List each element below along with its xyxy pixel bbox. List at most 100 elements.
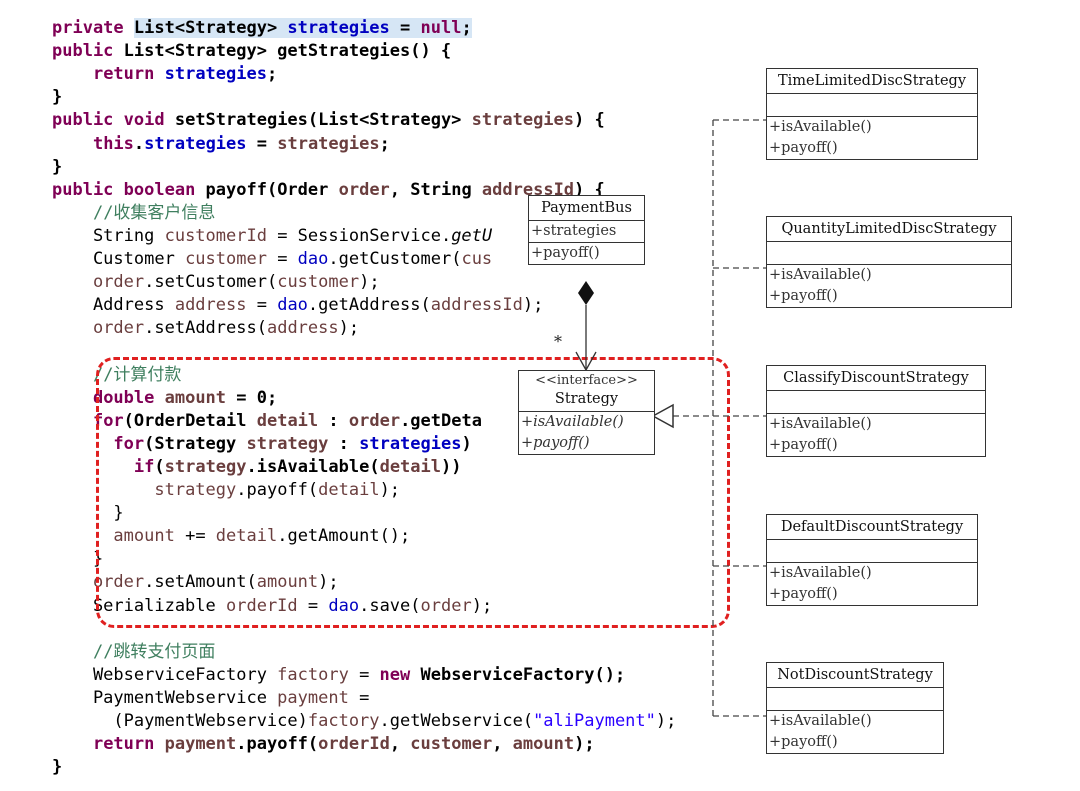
code-token: .getAmount(); bbox=[277, 526, 411, 547]
code-token: payment bbox=[277, 687, 349, 708]
code-token: .payoff( bbox=[236, 480, 319, 500]
code-token: ; bbox=[461, 18, 472, 38]
code-token: = bbox=[389, 18, 421, 38]
code-token: addressId bbox=[481, 179, 575, 200]
code-token: orderId bbox=[226, 595, 298, 616]
code-token: public bbox=[52, 41, 124, 62]
code-token: amount bbox=[512, 734, 575, 755]
code-token: order bbox=[92, 572, 145, 593]
code-token: , bbox=[492, 734, 513, 755]
code-token: address bbox=[174, 295, 247, 316]
code-token: addressId bbox=[430, 295, 523, 316]
code-token: String bbox=[52, 225, 165, 246]
code-line: public boolean payoff(Order order, Strin… bbox=[52, 179, 605, 201]
code-token: boolean bbox=[123, 179, 206, 200]
code-token: (OrderDetail bbox=[123, 410, 257, 431]
code-token: .save( bbox=[359, 595, 421, 616]
payment-bus-attr: +strategies bbox=[531, 223, 617, 239]
code-token: public bbox=[52, 110, 124, 131]
code-token: amount bbox=[164, 387, 227, 408]
code-token: strategy bbox=[164, 456, 247, 477]
code-token: setStrategies(List<Strategy> bbox=[174, 110, 472, 131]
code-token: = bbox=[266, 249, 298, 269]
code-token: return bbox=[92, 64, 165, 85]
code-token: ); bbox=[379, 480, 401, 500]
code-line: } bbox=[52, 502, 123, 524]
code-token: customer bbox=[410, 734, 493, 755]
code-token: order bbox=[348, 410, 401, 431]
code-token: += bbox=[174, 526, 216, 547]
code-token: = SessionService. bbox=[266, 225, 452, 246]
code-token: ; bbox=[379, 133, 390, 154]
code-token: public bbox=[52, 179, 124, 200]
code-token: ( bbox=[154, 456, 165, 477]
code-line: if(strategy.isAvailable(detail)) bbox=[52, 456, 462, 478]
code-token: (PaymentWebservice) bbox=[52, 711, 308, 731]
code-line: for(Strategy strategy : strategies) bbox=[52, 433, 471, 455]
code-token: ); bbox=[471, 595, 493, 616]
code-line: } bbox=[52, 86, 62, 108]
impl-op: +payoff() bbox=[769, 734, 838, 750]
code-token: = bbox=[348, 664, 380, 685]
code-line: for(OrderDetail detail : order.getDeta bbox=[52, 410, 482, 432]
impl-op: +payoff() bbox=[769, 586, 838, 602]
code-token: void bbox=[123, 110, 175, 131]
code-line: Customer customer = dao.getCustomer(cus bbox=[52, 248, 492, 270]
code-token: new bbox=[379, 664, 421, 685]
code-line: (PaymentWebservice)factory.getWebservice… bbox=[52, 710, 676, 732]
code-token: ) { bbox=[574, 179, 605, 200]
strategy-name: Strategy bbox=[554, 391, 619, 407]
code-token: payoff(Order bbox=[205, 179, 339, 200]
code-line: private List<Strategy> strategies = null… bbox=[52, 17, 472, 39]
code-token: strategies bbox=[359, 433, 462, 454]
code-line: //收集客户信息 bbox=[52, 202, 215, 224]
code-token: .getCustomer( bbox=[328, 249, 462, 269]
impl-class-classify: ClassifyDiscountStrategy +isAvailable() … bbox=[766, 365, 986, 457]
code-token: (Strategy bbox=[144, 433, 247, 454]
code-token: ; bbox=[266, 64, 278, 85]
impl-class-name: ClassifyDiscountStrategy bbox=[767, 366, 985, 391]
code-token: } bbox=[52, 757, 63, 778]
code-token: .getAddress( bbox=[307, 295, 431, 316]
impl-op: +payoff() bbox=[769, 140, 838, 156]
code-token: .setAmount( bbox=[144, 572, 257, 593]
code-token: = bbox=[348, 687, 370, 708]
code-token: Customer bbox=[52, 249, 186, 269]
code-token: List<Strategy> getStrategies() { bbox=[123, 41, 452, 62]
code-token: strategies bbox=[471, 110, 575, 131]
code-token: strategies bbox=[287, 18, 390, 38]
code-token: return bbox=[92, 734, 165, 755]
impl-class-name: TimeLimitedDiscStrategy bbox=[767, 69, 977, 94]
impl-op: +isAvailable() bbox=[769, 267, 872, 283]
impl-op: +isAvailable() bbox=[769, 713, 872, 729]
strategy-interface: <<interface>> Strategy +isAvailable() +p… bbox=[518, 370, 655, 455]
code-token: ); bbox=[318, 572, 339, 593]
code-line: return payment.payoff(orderId, customer,… bbox=[52, 733, 595, 755]
code-line: String customerId = SessionService.getU bbox=[52, 225, 492, 247]
impl-op: +isAvailable() bbox=[769, 565, 872, 581]
code-token: address bbox=[266, 318, 339, 339]
code-token: //计算付款 bbox=[92, 364, 182, 385]
code-token: customer bbox=[185, 249, 267, 269]
code-token: amount bbox=[113, 526, 175, 547]
code-token: . bbox=[133, 133, 145, 154]
code-token: detail bbox=[379, 456, 441, 477]
code-token: "aliPayment" bbox=[533, 711, 656, 731]
code-line: } bbox=[52, 156, 62, 178]
code-token: ); bbox=[574, 734, 595, 755]
code-token: orderId bbox=[318, 734, 390, 755]
code-token: private bbox=[52, 18, 134, 38]
code-token: order bbox=[92, 318, 145, 339]
code-token: ) { bbox=[574, 110, 605, 131]
code-token: amount bbox=[256, 572, 319, 593]
payment-bus-class: PaymentBus +strategies +payoff() bbox=[528, 195, 645, 265]
code-line: order.setAmount(amount); bbox=[52, 571, 339, 593]
code-token: payment bbox=[164, 734, 237, 755]
impl-op: +isAvailable() bbox=[769, 416, 872, 432]
code-token: getU bbox=[451, 225, 493, 246]
code-token: WebserviceFactory(); bbox=[420, 664, 626, 685]
code-token: order bbox=[92, 272, 145, 293]
code-token: order bbox=[420, 595, 472, 616]
code-token: if bbox=[133, 456, 155, 477]
